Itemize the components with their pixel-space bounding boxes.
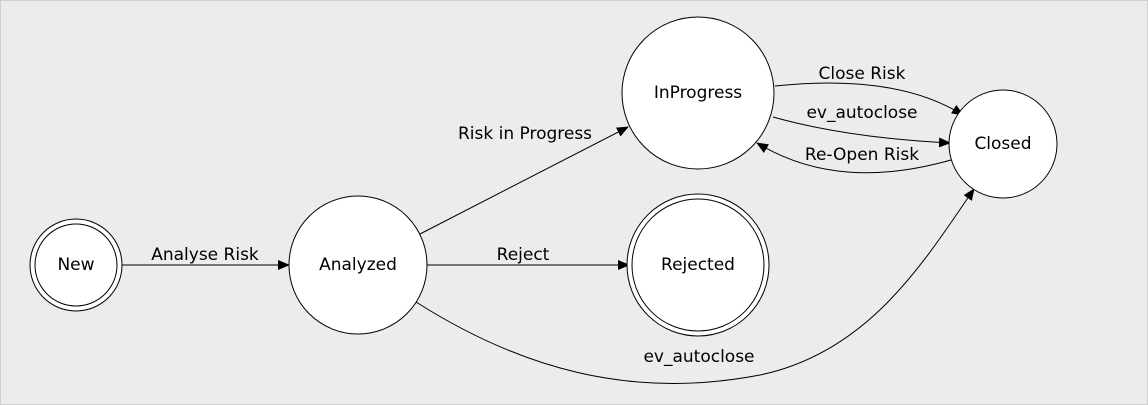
edge-label-close-risk: Close Risk bbox=[819, 64, 906, 84]
edge-label-risk-in-progress: Risk in Progress bbox=[458, 124, 592, 144]
edge-label-reopen-risk: Re-Open Risk bbox=[805, 145, 919, 165]
state-new-label: New bbox=[57, 255, 94, 275]
state-new: New bbox=[29, 218, 123, 312]
state-rejected-label: Rejected bbox=[661, 255, 735, 275]
edge-analyzed-to-closed-autoclose bbox=[415, 188, 975, 384]
state-closed-label: Closed bbox=[974, 134, 1031, 154]
edge-inprogress-to-closed-autoclose bbox=[772, 116, 951, 148]
edge-closed-to-inprogress-reopen bbox=[756, 142, 952, 174]
edge-label-ev-autoclose-analyzed: ev_autoclose bbox=[643, 347, 754, 367]
state-closed: Closed bbox=[948, 89, 1058, 199]
edge-label-reject: Reject bbox=[497, 245, 550, 265]
state-rejected: Rejected bbox=[626, 193, 770, 337]
state-inprogress-label: InProgress bbox=[654, 83, 742, 103]
state-inprogress: InProgress bbox=[621, 16, 775, 170]
edge-label-analyse-risk: Analyse Risk bbox=[151, 245, 259, 265]
edge-label-ev-autoclose-inprogress: ev_autoclose bbox=[806, 103, 917, 123]
edge-inprogress-to-closed-close-risk bbox=[774, 82, 964, 116]
edge-analyzed-to-inprogress bbox=[419, 126, 629, 235]
state-analyzed-label: Analyzed bbox=[319, 255, 397, 275]
state-analyzed: Analyzed bbox=[288, 195, 428, 335]
